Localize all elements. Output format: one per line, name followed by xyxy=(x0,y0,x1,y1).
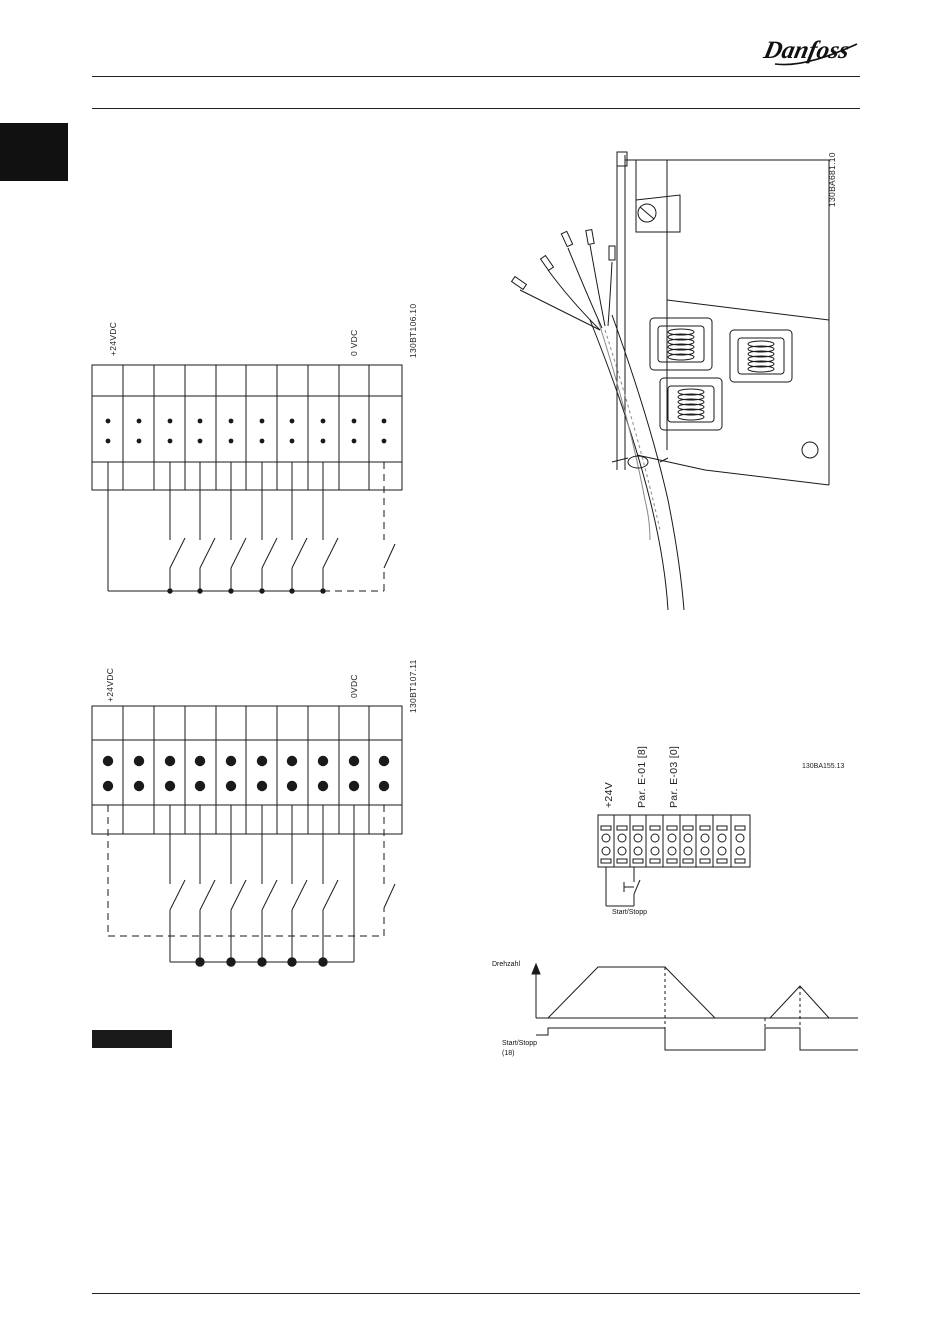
speed-timing-diagram xyxy=(0,0,950,1344)
